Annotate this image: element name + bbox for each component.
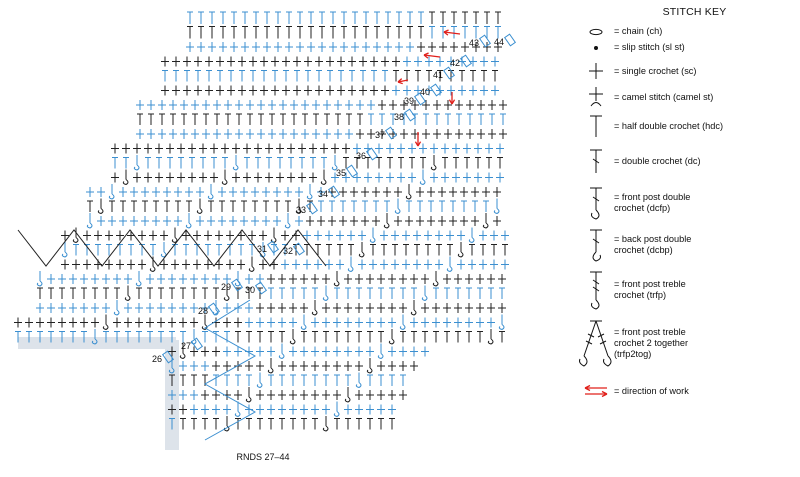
stitch-row	[168, 343, 429, 360]
key-item-single-crochet: = single crochet (sc)	[578, 62, 696, 80]
stitch-row	[169, 372, 406, 389]
round-label-32: 32	[283, 246, 293, 256]
front-post-treble-crochet-icon	[578, 270, 614, 310]
double-crochet-icon	[578, 148, 614, 174]
round-label-30: 30	[245, 285, 255, 295]
stitch-row	[111, 169, 504, 186]
stitch-row	[169, 416, 395, 432]
stitch-row	[161, 56, 499, 67]
back-post-double-crochet-icon	[578, 228, 614, 262]
stitch-row	[168, 358, 418, 374]
stitch-row	[37, 285, 505, 302]
round-label-41: 41	[433, 70, 443, 80]
stitch-row	[61, 242, 508, 258]
stitch-row	[168, 401, 396, 418]
zigzag-band	[17, 229, 327, 441]
round-label-38: 38	[394, 112, 404, 122]
stitch-row	[61, 256, 509, 273]
round-label-37: 37	[375, 130, 385, 140]
round-label-40: 40	[420, 87, 430, 97]
round-label-35: 35	[336, 168, 346, 178]
stitch-row	[87, 198, 500, 215]
round-label-27: 27	[181, 341, 191, 351]
single-crochet-icon	[578, 62, 614, 80]
stitch-row	[86, 184, 501, 200]
round-label-28: 28	[198, 306, 208, 316]
round-label-42: 42	[450, 58, 460, 68]
stitch-row	[15, 329, 505, 345]
stitch-row	[86, 213, 501, 229]
round-label-39: 39	[404, 96, 414, 106]
stitch-row	[112, 155, 503, 171]
stitch-row	[36, 300, 506, 316]
front-post-double-crochet-icon	[578, 186, 614, 220]
round-label-43: 43	[469, 38, 479, 48]
round-label-36: 36	[356, 151, 366, 161]
stitch-row	[61, 227, 509, 244]
stitch-row	[136, 100, 507, 110]
stitch-row	[36, 271, 506, 287]
key-item-hdc: = half double crochet (hdc)	[578, 114, 723, 138]
round-label-44: 44	[494, 37, 504, 47]
chain-icon	[578, 27, 614, 37]
stitch-row	[161, 85, 499, 96]
key-item-direction: = direction of work	[578, 384, 689, 398]
round-label-31: 31	[257, 244, 267, 254]
half-double-crochet-icon	[578, 114, 614, 138]
slip-stitch-icon	[578, 43, 614, 53]
stitch-rows	[14, 11, 509, 441]
stitch-key-title: STITCH KEY	[662, 6, 727, 18]
chart-caption: RNDS 27–44	[236, 452, 290, 462]
key-item-slip-stitch: = slip stitch (sl st)	[578, 42, 685, 53]
stitch-row	[168, 387, 407, 403]
key-item-camel-stitch: = camel stitch (camel st)	[578, 86, 713, 108]
direction-arrow	[443, 31, 461, 35]
direction-arrow-icon	[578, 384, 614, 398]
stitch-row	[111, 143, 504, 154]
key-item-dc: = double crochet (dc)	[578, 148, 701, 174]
stitch-row	[14, 314, 505, 331]
round-label-33: 33	[296, 205, 306, 215]
camel-stitch-icon	[578, 86, 614, 108]
stitch-row	[162, 70, 498, 82]
trfp2tog-icon	[578, 318, 614, 368]
stitch-row	[187, 26, 501, 39]
stitch-key: STITCH KEY = chain (ch) = slip stitch (s…	[578, 6, 793, 398]
key-item-chain: = chain (ch)	[578, 26, 662, 37]
direction-arrow	[423, 54, 441, 58]
round-label-26: 26	[152, 354, 162, 364]
direction-arrows	[397, 29, 461, 147]
stitch-row	[187, 11, 501, 24]
round-label-34: 34	[318, 189, 328, 199]
round-label-29: 29	[221, 282, 231, 292]
stitch-row	[186, 42, 502, 52]
stitch-row	[136, 129, 507, 139]
stitch-row	[137, 113, 506, 125]
direction-arrow	[397, 79, 409, 83]
